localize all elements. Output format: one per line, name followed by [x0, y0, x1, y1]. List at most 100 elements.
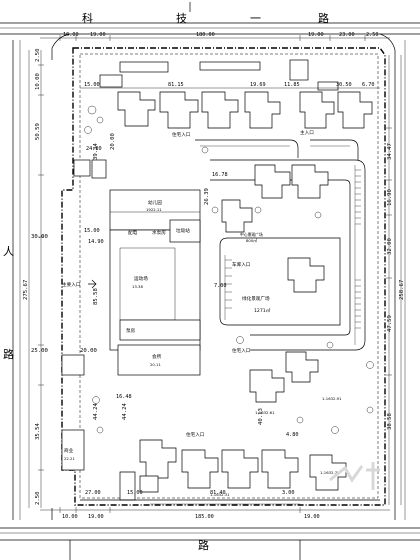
- elev-tag-3: 1-1632.79: [320, 470, 340, 475]
- top-dimension-chain: [40, 35, 390, 41]
- dim-left-7: 35.54: [35, 423, 41, 440]
- dim-bottom-2: 19.00: [88, 514, 104, 520]
- label-center-garden: 绿化景观广场: [242, 295, 270, 302]
- dim-right-5: 38.58: [387, 413, 393, 430]
- label-main-gate: 主要入口: [62, 281, 81, 288]
- right-dimension-chain: [386, 55, 402, 505]
- label-club: 会所: [152, 353, 162, 360]
- dim-left-3: 50.59: [35, 123, 41, 140]
- dim-right-1: 34.47: [387, 143, 393, 160]
- value-club-area: 20.11: [150, 362, 161, 367]
- left-dimension-chain: [28, 50, 44, 508]
- label-sub1: 配电: [128, 229, 138, 236]
- dim-inner-top-3: 19.69: [250, 82, 266, 88]
- label-sub3: 垃圾站: [176, 227, 190, 234]
- dim-inner-r: 16.48: [116, 394, 132, 400]
- elev-tag-1: 1-1632.91: [322, 396, 342, 401]
- bottom-dimension-chain: [40, 507, 390, 513]
- dim-left-5: 25.00: [31, 348, 48, 354]
- dim-top-5: 23.00: [339, 32, 355, 38]
- road-name-top-3: 一: [250, 12, 261, 25]
- bottom-residential-row: [119, 439, 347, 501]
- dim-right-3: 32.00: [387, 238, 393, 255]
- label-store: 商业: [64, 447, 74, 454]
- dim-inner-q: 4.80: [286, 432, 299, 438]
- label-south-gate: 住宅入口: [186, 431, 205, 438]
- dim-bottom-3: 185.00: [195, 514, 214, 520]
- dim-inner-m: 3.00: [282, 490, 295, 496]
- dim-top-2: 19.00: [90, 32, 106, 38]
- dim-right-4: 47.59: [387, 315, 393, 332]
- dim-bottom-1: 10.00: [62, 514, 78, 520]
- dim-right-total: 258.67: [399, 280, 405, 300]
- setback-line: [79, 53, 379, 499]
- dim-inner-top-6: 6.70: [362, 82, 375, 88]
- dim-inner-b: 39.34: [93, 143, 99, 160]
- road-name-left-1: 人: [3, 245, 14, 258]
- dim-inner-top-2: 81.15: [168, 82, 184, 88]
- label-southeast-gate: 住宅入口: [232, 347, 251, 354]
- dim-top-3: 180.00: [196, 32, 215, 38]
- left-side-buildings: [61, 74, 123, 471]
- dim-top-4: 19.00: [308, 32, 324, 38]
- kindergarten-block: [109, 189, 201, 376]
- watermark-mark: [329, 462, 380, 490]
- dim-right-2: 16.90: [387, 189, 393, 206]
- label-kindergarten: 幼儿园: [148, 199, 162, 206]
- site-boundary: [61, 47, 386, 506]
- dim-inner-o: 24.80: [86, 146, 102, 152]
- dim-inner-f: 85.58: [93, 288, 99, 305]
- dim-left-total: 275.67: [23, 280, 29, 300]
- label-north-gate: 住宅入口: [172, 131, 191, 138]
- label-car-entrance: 车库入口: [232, 261, 251, 268]
- middle-residential-blocks: [221, 164, 329, 403]
- label-east-gate: 主入口: [300, 129, 314, 136]
- dim-inner-g: 7.00: [214, 283, 227, 289]
- dim-inner-k: 81.40: [210, 490, 226, 496]
- road-name-top-4: 路: [318, 12, 329, 25]
- label-school-field: 运动场: [134, 275, 148, 282]
- dim-inner-top-1: 15.00: [84, 82, 100, 88]
- dim-inner-l: 15.00: [127, 490, 143, 496]
- road-lines: [0, 22, 420, 560]
- dim-bottom-4: 19.00: [304, 514, 320, 520]
- dim-top-1: 10.00: [63, 32, 79, 38]
- dim-inner-j: 27.00: [85, 490, 101, 496]
- dim-inner-top-4: 11.85: [284, 82, 300, 88]
- value-garden-area: 1271㎡: [254, 307, 271, 314]
- north-parking-loop: [195, 139, 359, 160]
- landscape-trees: [84, 105, 374, 434]
- value-kindergarten-area: 1922.11: [146, 207, 162, 212]
- central-ring-road: [210, 159, 366, 351]
- dim-inner-d: 15.00: [84, 228, 100, 234]
- dim-inner-a: 20.00: [110, 133, 116, 150]
- elev-tag-2: 1-1632.61: [255, 410, 275, 415]
- south-drive: [80, 499, 380, 505]
- road-name-left-2: 路: [3, 348, 14, 361]
- label-plaza: 中心景观广场: [240, 232, 263, 237]
- dim-top-6: 2.50: [366, 32, 379, 38]
- label-pump: 泵房: [126, 327, 136, 334]
- elev-tag-4: 1-1632.31: [210, 492, 230, 497]
- dim-left-2: 10.00: [35, 73, 41, 90]
- dim-inner-n: 26.39: [204, 188, 210, 205]
- dim-left-8: 2.50: [35, 492, 41, 505]
- dim-left-6: 20.00: [80, 348, 97, 354]
- dim-inner-c: 16.78: [212, 172, 228, 178]
- value-plaza-area: 800㎡: [246, 238, 257, 243]
- dim-inner-top-5: 30.50: [336, 82, 352, 88]
- dim-inner-h: 44.24: [93, 403, 99, 420]
- value-sub: 13.38: [132, 284, 143, 289]
- road-name-top-1: 科: [82, 11, 93, 25]
- top-residential-row: [117, 59, 373, 129]
- dim-inner-e: 14.90: [88, 239, 104, 245]
- dim-inner-i: 44.24: [122, 403, 128, 420]
- dim-left-4: 30.00: [31, 234, 48, 240]
- road-name-top-2: 技: [176, 12, 187, 25]
- main-gate-arrow: [88, 279, 97, 289]
- road-name-bottom: 路: [198, 539, 209, 552]
- value-store-area: 22.21: [64, 456, 75, 461]
- label-sub2: 水泵房: [152, 229, 166, 236]
- dim-inner-p: 40.13: [258, 408, 264, 425]
